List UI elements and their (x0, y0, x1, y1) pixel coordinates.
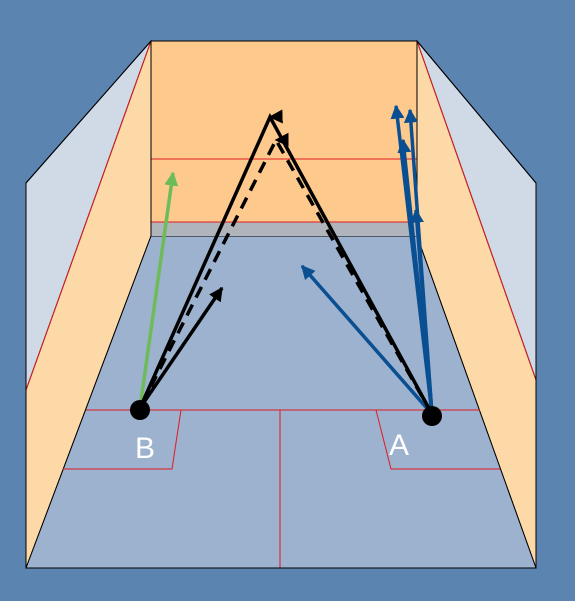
right-wall-out-line (416, 40, 537, 381)
tin (151, 222, 417, 236)
black-shots (138, 109, 434, 415)
court-edges (25, 40, 537, 569)
front-wall (150, 40, 418, 223)
player-b-marker (130, 400, 150, 420)
black-shot-dashed (138, 132, 434, 415)
left-wall-out-line (25, 40, 152, 391)
player-a: A (389, 406, 442, 462)
left-service-box (63, 409, 182, 470)
player-a-marker (422, 406, 442, 426)
player-a-label: A (389, 429, 409, 462)
player-b-label: B (135, 432, 155, 465)
green-shot-arrow (138, 171, 179, 409)
right-service-box (375, 409, 500, 470)
black-shot-solid (138, 109, 434, 415)
blue-shots (300, 104, 434, 416)
player-b: B (130, 400, 155, 465)
blue-shot-arrow (300, 264, 434, 416)
blue-shot-arrow (397, 138, 434, 415)
black-shot-short-arrow (138, 286, 224, 409)
